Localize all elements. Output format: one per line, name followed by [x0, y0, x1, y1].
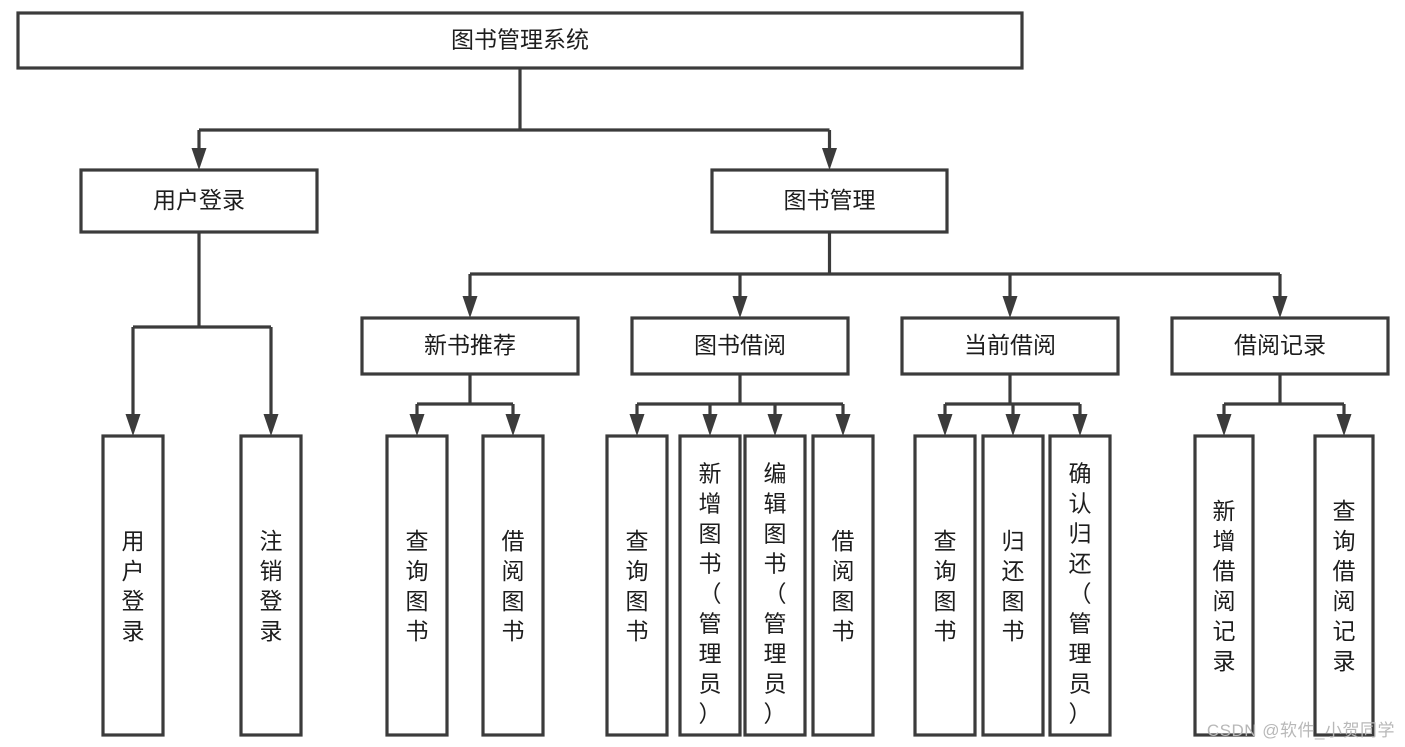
node-box — [481, 434, 545, 737]
arrow-head-icon — [1216, 414, 1232, 436]
node-box — [1313, 434, 1375, 737]
node-box — [811, 434, 875, 737]
arrow-head-icon — [125, 414, 141, 436]
arrow-head-icon — [822, 148, 837, 170]
node-label: 归还图书 — [1002, 528, 1025, 644]
node-label: 查询借阅记录 — [1333, 498, 1356, 674]
node-box — [678, 434, 742, 737]
node-leaf-query-book-2[interactable]: 查询图书 — [605, 434, 669, 737]
node-label: 查询图书 — [934, 528, 957, 644]
arrow-head-icon — [1272, 296, 1288, 318]
node-label: 查询图书 — [626, 528, 649, 644]
node-leaf-query-book-3[interactable]: 查询图书 — [913, 434, 977, 737]
arrow-head-icon — [462, 296, 478, 318]
node-leaf-add-book-admin[interactable]: 新增图书（管理员） — [678, 434, 742, 737]
node-leaf-borrow-book-2[interactable]: 借阅图书 — [811, 434, 875, 737]
node-box — [16, 11, 1024, 70]
node-leaf-query-book-1[interactable]: 查询图书 — [385, 434, 449, 737]
node-label: 注销登录 — [260, 528, 283, 644]
node-root[interactable]: 图书管理系统 — [16, 11, 1024, 70]
arrow-head-icon — [702, 414, 718, 436]
node-borrow-record[interactable]: 借阅记录 — [1170, 316, 1390, 376]
node-leaf-user-logout[interactable]: 注销登录 — [239, 434, 303, 737]
node-label: 图书管理 — [784, 187, 876, 213]
node-box — [101, 434, 165, 737]
node-box — [630, 316, 850, 376]
arrow-head-icon — [1072, 414, 1088, 436]
nodes-layer: 图书管理系统用户登录图书管理新书推荐图书借阅当前借阅借阅记录用户登录注销登录查询… — [16, 11, 1390, 737]
node-label: 用户登录 — [153, 187, 245, 213]
edge-group-new-book-recommend — [409, 374, 521, 436]
arrow-head-icon — [505, 414, 521, 436]
node-label: 借阅图书 — [502, 528, 525, 644]
node-label: 图书借阅 — [694, 332, 786, 358]
node-label: 图书管理系统 — [451, 27, 589, 53]
edge-group-borrow-record — [1216, 374, 1352, 436]
edge-group-book-borrow — [629, 374, 851, 436]
arrow-head-icon — [767, 414, 783, 436]
node-box — [239, 434, 303, 737]
arrow-head-icon — [1336, 414, 1352, 436]
node-box — [360, 316, 580, 376]
node-book-manage[interactable]: 图书管理 — [710, 168, 949, 234]
node-box — [981, 434, 1045, 737]
node-box — [913, 434, 977, 737]
arrow-head-icon — [1005, 414, 1021, 436]
arrow-head-icon — [191, 148, 207, 170]
edge-group-root — [191, 68, 837, 170]
arrow-head-icon — [629, 414, 645, 436]
node-leaf-edit-book-admin[interactable]: 编辑图书（管理员） — [743, 434, 807, 737]
node-user-login[interactable]: 用户登录 — [79, 168, 319, 234]
edge-group-current-borrow — [937, 374, 1088, 436]
node-box — [743, 434, 807, 737]
node-new-book-recommend[interactable]: 新书推荐 — [360, 316, 580, 376]
arrow-head-icon — [937, 414, 953, 436]
node-leaf-confirm-return-admin[interactable]: 确认归还（管理员） — [1048, 434, 1112, 737]
node-box — [1048, 434, 1112, 737]
node-label: 新书推荐 — [424, 332, 516, 358]
node-label: 借阅记录 — [1234, 332, 1326, 358]
node-leaf-user-login[interactable]: 用户登录 — [101, 434, 165, 737]
edge-group-book-manage — [462, 232, 1288, 318]
node-box — [1170, 316, 1390, 376]
node-label: 借阅图书 — [832, 528, 855, 644]
node-label: 当前借阅 — [964, 332, 1056, 358]
node-book-borrow[interactable]: 图书借阅 — [630, 316, 850, 376]
node-label: 新增借阅记录 — [1213, 498, 1236, 674]
node-label: 编辑图书（管理员） — [764, 460, 787, 726]
node-box — [710, 168, 949, 234]
arrow-head-icon — [732, 296, 748, 318]
node-label: 用户登录 — [122, 528, 145, 644]
node-box — [1193, 434, 1255, 737]
node-box — [605, 434, 669, 737]
arrow-head-icon — [409, 414, 425, 436]
arrow-head-icon — [263, 414, 279, 436]
node-current-borrow[interactable]: 当前借阅 — [900, 316, 1120, 376]
node-box — [385, 434, 449, 737]
node-label: 确认归还（管理员） — [1069, 460, 1092, 726]
edge-group-user-login — [125, 232, 279, 436]
node-box — [79, 168, 319, 234]
node-leaf-add-borrow-record[interactable]: 新增借阅记录 — [1193, 434, 1255, 737]
node-leaf-return-book[interactable]: 归还图书 — [981, 434, 1045, 737]
node-label: 新增图书（管理员） — [699, 460, 722, 726]
node-leaf-borrow-book-1[interactable]: 借阅图书 — [481, 434, 545, 737]
node-leaf-query-borrow-record[interactable]: 查询借阅记录 — [1313, 434, 1375, 737]
node-label: 查询图书 — [406, 528, 429, 644]
edges-layer — [125, 68, 1352, 436]
node-box — [900, 316, 1120, 376]
arrow-head-icon — [835, 414, 851, 436]
arrow-head-icon — [1002, 296, 1018, 318]
